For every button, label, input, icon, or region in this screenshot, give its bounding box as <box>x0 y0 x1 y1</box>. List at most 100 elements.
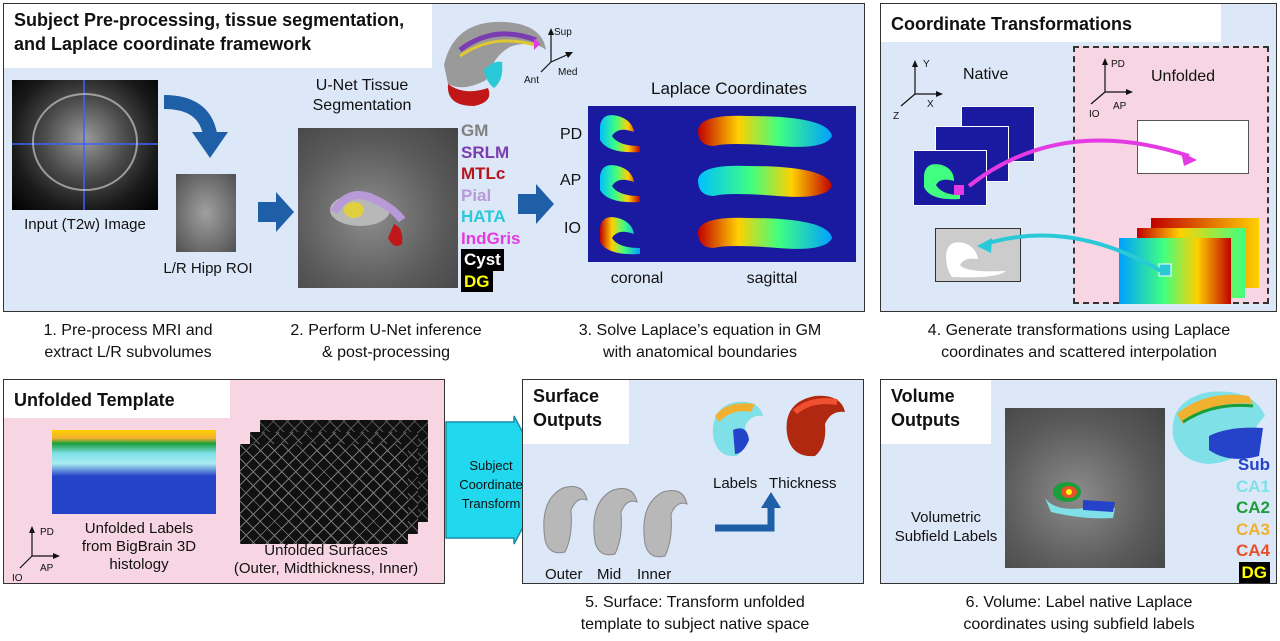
unfolded-label: Unfolded <box>1151 68 1216 85</box>
surface-labels-render <box>712 401 763 457</box>
native-label-shape <box>946 242 1006 278</box>
labels-line-3: histology <box>109 556 169 573</box>
title-line-1: Subject Pre-processing, tissue segmentat… <box>14 10 405 30</box>
mid-surface-render <box>593 488 638 556</box>
preprocessing-panel: Subject Pre-processing, tissue segmentat… <box>3 3 865 312</box>
unfolded-template-title: Unfolded Template <box>4 380 230 418</box>
laplace-title: Laplace Coordinates <box>651 79 807 98</box>
transformation-arrows <box>967 138 1197 274</box>
thickness-caption: Thickness <box>769 475 837 492</box>
surface-title-line-2: Outputs <box>533 410 602 430</box>
segmentation-legend: GM SRLM MTLc Pial HATA IndGris Cyst DG <box>461 120 521 292</box>
surfaces-line-1: Unfolded Surfaces <box>264 542 388 559</box>
corner-arrow <box>715 492 781 532</box>
title-line-2: and Laplace coordinate framework <box>14 34 312 54</box>
axis-x-label: X <box>927 99 934 110</box>
inner-surface-render <box>643 490 688 558</box>
legend-dg: DG <box>1236 561 1270 583</box>
laplace-coordinates-image <box>588 106 856 262</box>
segmentation-overlay <box>330 191 406 246</box>
surface-title-line-1: Surface <box>533 386 600 406</box>
caption-3-line-1: 3. Solve Laplace’s equation in GM <box>578 322 822 339</box>
surfaces-line-2: (Outer, Midthickness, Inner) <box>233 560 419 577</box>
caption-6-line-1: 6. Volume: Label native Laplace <box>965 594 1193 611</box>
labels-line-2: from BigBrain 3D <box>81 538 197 555</box>
axis-io-label: IO <box>1089 109 1100 120</box>
caption-step-2: 2. Perform U-Net inference & post-proces… <box>266 320 506 364</box>
axis-ap-label: AP <box>1113 101 1127 112</box>
legend-hata: HATA <box>461 207 506 226</box>
template-axis-pd: PD <box>40 527 54 538</box>
unfolded-template-panel: Unfolded Template Unfolded Labels from B… <box>3 379 445 584</box>
input-t2w-image <box>12 80 158 210</box>
volumetric-caption: Volumetric Subfield Labels <box>891 508 1001 546</box>
template-axes <box>19 526 60 569</box>
legend-cyst: Cyst <box>461 249 521 271</box>
legend-pial: Pial <box>461 185 492 205</box>
transform-line-1: Subject <box>469 458 513 473</box>
legend-ca3: CA3 <box>1235 519 1270 539</box>
preprocessing-panel-title: Subject Pre-processing, tissue segmentat… <box>4 4 432 68</box>
legend-ca2: CA2 <box>1235 498 1270 517</box>
native-slice-front <box>913 150 987 206</box>
crosshair-overlay <box>12 80 158 210</box>
unfolded-labels-caption: Unfolded Labels from BigBrain 3D histolo… <box>64 520 214 574</box>
template-axis-io: IO <box>12 573 23 584</box>
caption-step-1: 1. Pre-process MRI and extract L/R subvo… <box>18 320 238 364</box>
legend-gm: GM <box>461 121 489 140</box>
volumetric-line-2: Subfield Labels <box>894 528 998 545</box>
legend-dg: DG <box>461 270 521 292</box>
unet-label-line-2: Segmentation <box>312 97 412 114</box>
arrow-right-icon <box>518 184 554 224</box>
legend-sub: Sub <box>1237 455 1270 474</box>
template-axis-ap: AP <box>40 563 54 574</box>
native-axes <box>900 60 943 107</box>
input-image-label: Input (T2w) Image <box>24 216 146 233</box>
axis-pd-label: PD <box>1111 59 1125 70</box>
axis-med-label: Med <box>558 67 578 78</box>
volume-outputs-title: Volume Outputs <box>881 380 991 444</box>
legend-mtlc: MTLc <box>461 164 506 183</box>
caption-5-line-1: 5. Surface: Transform unfolded <box>585 594 805 611</box>
volume-title-line-2: Outputs <box>891 410 960 430</box>
caption-1-line-1: 1. Pre-process MRI and <box>43 322 213 339</box>
native-slice-map <box>924 164 964 200</box>
row-label-pd: PD <box>560 126 583 143</box>
caption-2-line-2: & post-processing <box>321 344 451 361</box>
caption-5-line-2: template to subject native space <box>580 616 810 633</box>
legend-ca4: CA4 <box>1235 541 1270 560</box>
hippocampus-3d-render <box>444 21 546 106</box>
row-label-ap: AP <box>560 172 582 189</box>
caption-step-4: 4. Generate transformations using Laplac… <box>898 320 1260 364</box>
unet-label: U-Net Tissue Segmentation <box>300 76 424 116</box>
row-label-io: IO <box>564 220 581 237</box>
curved-arrow <box>163 95 228 158</box>
caption-4-line-2: coordinates and scattered interpolation <box>941 344 1217 361</box>
mesh-surface-front <box>240 444 408 544</box>
caption-3-line-2: with anatomical boundaries <box>603 344 797 361</box>
volume-title-line-1: Volume <box>891 386 955 406</box>
surface-thickness-render <box>786 395 845 457</box>
caption-6-line-2: coordinates using subfield labels <box>963 616 1195 633</box>
legend-ca1: CA1 <box>1235 476 1270 496</box>
view-sagittal-label: sagittal <box>746 270 798 287</box>
unfolded-map-front <box>1119 238 1231 304</box>
subfield-legend: Sub CA1 CA2 CA3 CA4 DG <box>1236 454 1270 583</box>
hipp-roi-image <box>176 174 236 252</box>
unfolded-labels-image <box>52 430 216 514</box>
inner-caption: Inner <box>637 566 672 583</box>
view-coronal-label: coronal <box>610 270 664 287</box>
volumetric-labels-image <box>1005 408 1165 568</box>
axis-y-label: Y <box>923 59 930 70</box>
caption-4-line-1: 4. Generate transformations using Laplac… <box>927 322 1231 339</box>
mid-caption: Mid <box>597 566 622 583</box>
caption-step-5: 5. Surface: Transform unfolded template … <box>530 592 860 636</box>
native-label: Native <box>963 66 1009 83</box>
unet-segmentation-image <box>298 128 458 288</box>
volumetric-overlay <box>1045 482 1115 519</box>
axis-z-label: Z <box>893 111 900 122</box>
caption-step-6: 6. Volume: Label native Laplace coordina… <box>894 592 1264 636</box>
labels-line-1: Unfolded Labels <box>84 520 194 537</box>
transform-line-3: Transform <box>461 496 521 511</box>
caption-2-line-1: 2. Perform U-Net inference <box>290 322 482 339</box>
